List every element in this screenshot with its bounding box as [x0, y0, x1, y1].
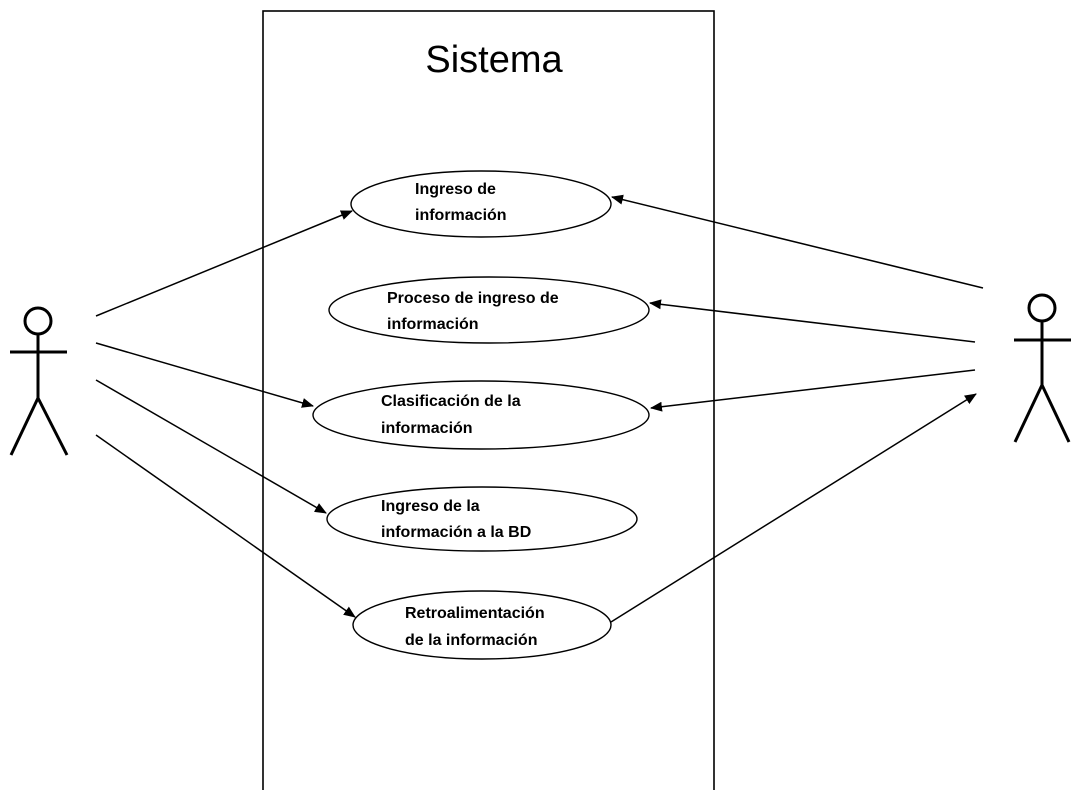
system-boundary	[262, 10, 715, 790]
actor-left-icon	[9, 306, 69, 456]
svg-text:Ingreso de: Ingreso de	[415, 181, 496, 198]
use-case-retroalimentacion: Retroalimentación de la información	[352, 590, 612, 660]
use-case-clasificacion: Clasificación de la información	[312, 380, 650, 450]
svg-text:de la información: de la información	[405, 632, 537, 649]
arrow-left-to-ingreso-bd	[95, 379, 327, 514]
arrow-retroalimentacion-to-right	[610, 393, 977, 623]
arrow-left-to-ingreso	[95, 210, 353, 317]
use-case-ingreso: Ingreso de información	[350, 170, 612, 238]
svg-text:información: información	[387, 316, 479, 333]
system-title: Sistema	[425, 39, 563, 81]
arrow-left-to-retroalimentacion	[95, 434, 356, 618]
svg-text:Proceso de ingreso de: Proceso de ingreso de	[387, 290, 559, 307]
use-case-ingreso-bd: Ingreso de la información a la BD	[326, 486, 638, 552]
arrow-right-to-clasificacion	[650, 369, 976, 412]
arrow-right-to-ingreso	[611, 194, 984, 289]
svg-text:Ingreso de la: Ingreso de la	[381, 498, 480, 515]
arrow-right-to-proceso	[649, 299, 976, 343]
svg-text:Retroalimentación: Retroalimentación	[405, 605, 545, 622]
arrow-left-to-clasificacion	[95, 342, 314, 408]
actor-right-icon	[1013, 293, 1071, 443]
svg-text:Clasificación de la: Clasificación de la	[381, 393, 521, 410]
svg-text:información: información	[381, 420, 473, 437]
use-case-proceso: Proceso de ingreso de información	[328, 276, 650, 344]
svg-text:información a la BD: información a la BD	[381, 524, 531, 541]
svg-text:información: información	[415, 207, 507, 224]
